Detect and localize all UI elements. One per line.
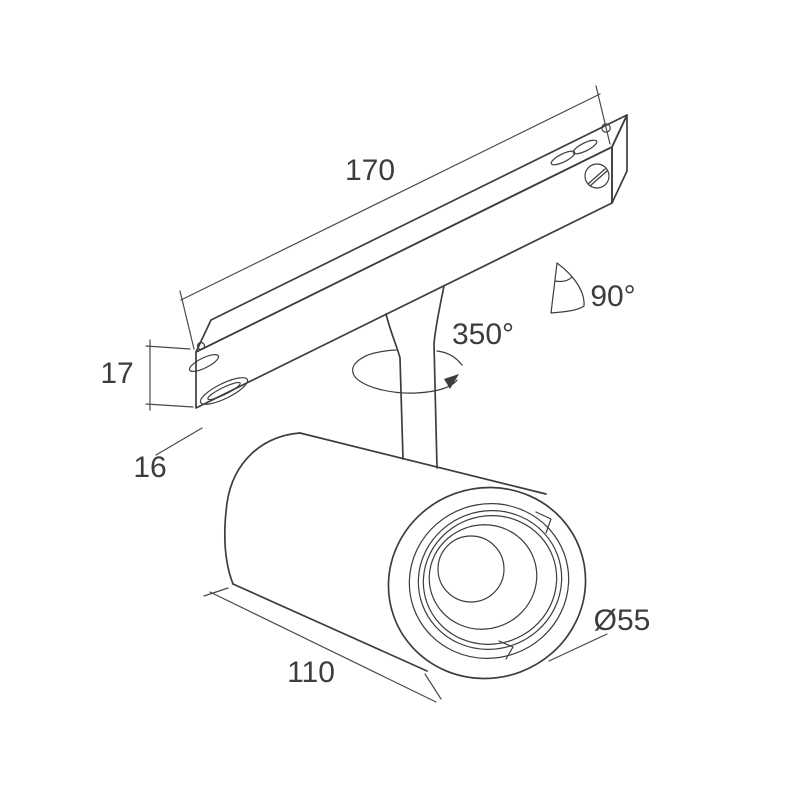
rotation-indicator: [352, 349, 463, 394]
stem-right-edge: [433, 285, 445, 469]
tilt-wedge-inner-arc: [554, 276, 573, 283]
clip-slot-1: [550, 150, 576, 166]
lens-circle: [437, 535, 505, 603]
track-top-face: [195, 114, 628, 353]
track-pin-right: [601, 123, 611, 133]
front-ring-a: [408, 503, 570, 659]
tilt-indicator: [550, 262, 585, 314]
track-front-face: [195, 146, 613, 409]
dim-16-line: [155, 427, 203, 456]
mount-slot-large-inner: [207, 381, 241, 401]
dimension-body-length: 110: [203, 587, 442, 703]
mount-slot-small: [188, 354, 220, 372]
swivel-stem: [385, 285, 445, 469]
spotlight-body: [223, 432, 587, 680]
rotation-arrowhead: [444, 374, 459, 389]
clip-slot-2: [572, 139, 598, 155]
front-ring-mid: [428, 524, 538, 630]
tilt-wedge-left-edge: [550, 262, 558, 314]
dim-dia55-leader: [548, 633, 608, 662]
front-ring-b-outer: [417, 510, 563, 650]
dim-label-lens-diameter: Ø55: [594, 604, 651, 637]
dim-170-extension-right: [595, 85, 611, 145]
bayonet-tab-top: [535, 511, 552, 534]
dimension-track-length: 170: [179, 85, 611, 350]
dimension-lens-diameter: Ø55: [548, 604, 651, 662]
dim-170-line: [180, 93, 601, 301]
dim-label-track-height: 17: [100, 357, 133, 390]
dim-110-extension-left: [203, 587, 229, 597]
track-rail: [188, 114, 628, 409]
dim-170-extension-left: [179, 290, 195, 350]
stem-left-edge: [385, 313, 404, 460]
dim-110-extension-right: [424, 673, 442, 700]
bayonet-tab-bottom: [498, 640, 514, 660]
dim-label-track-length: 170: [345, 154, 395, 187]
screw-head: [584, 163, 610, 189]
dimension-track-height: 17: [100, 339, 194, 411]
track-end-face: [611, 114, 628, 204]
mount-slot-large: [199, 377, 249, 405]
dim-label-body-length: 110: [287, 656, 335, 689]
screw-slot-line: [587, 168, 608, 187]
rotation-arc-back-right: [436, 350, 463, 366]
body-top-edge: [299, 432, 547, 495]
front-ring-b-inner: [422, 515, 558, 645]
track-pin-left: [196, 341, 206, 351]
dim-label-track-width: 16: [133, 451, 166, 484]
rotation-arc-front: [352, 357, 458, 394]
rotation-angle-label: 350°: [452, 318, 514, 351]
dim-110-line: [209, 591, 437, 703]
dimension-track-width: 16: [133, 427, 203, 484]
dim-17-extension-top: [145, 345, 191, 350]
front-rim-outer: [387, 486, 587, 680]
tilt-wedge-curved-edge: [550, 262, 585, 314]
tilt-angle-label: 90°: [590, 280, 635, 313]
rotation-arc-back-left: [361, 349, 397, 359]
body-back-cap: [223, 432, 301, 585]
dim-17-extension-bottom: [145, 403, 194, 408]
body-bottom-edge: [232, 583, 428, 672]
